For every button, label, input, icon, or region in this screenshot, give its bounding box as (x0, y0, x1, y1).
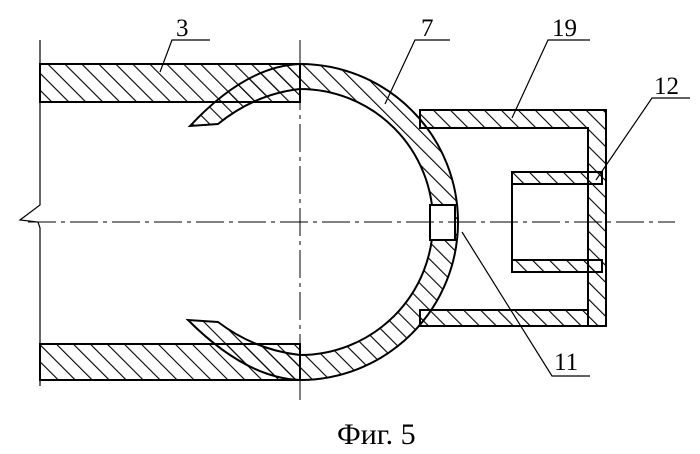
nozzle-top-wall (512, 172, 602, 184)
label-3: 3 (176, 15, 189, 42)
pipe-break-line (20, 40, 40, 386)
figure-caption: Фиг. 5 (337, 418, 416, 451)
leader-12 (596, 98, 690, 180)
cap-body-bottom (420, 310, 588, 326)
label-12: 12 (654, 73, 679, 100)
label-19: 19 (552, 15, 577, 42)
label-11: 11 (554, 349, 578, 376)
label-7: 7 (421, 15, 434, 42)
leader-19 (512, 40, 590, 118)
nozzle-bottom-wall (512, 260, 602, 272)
